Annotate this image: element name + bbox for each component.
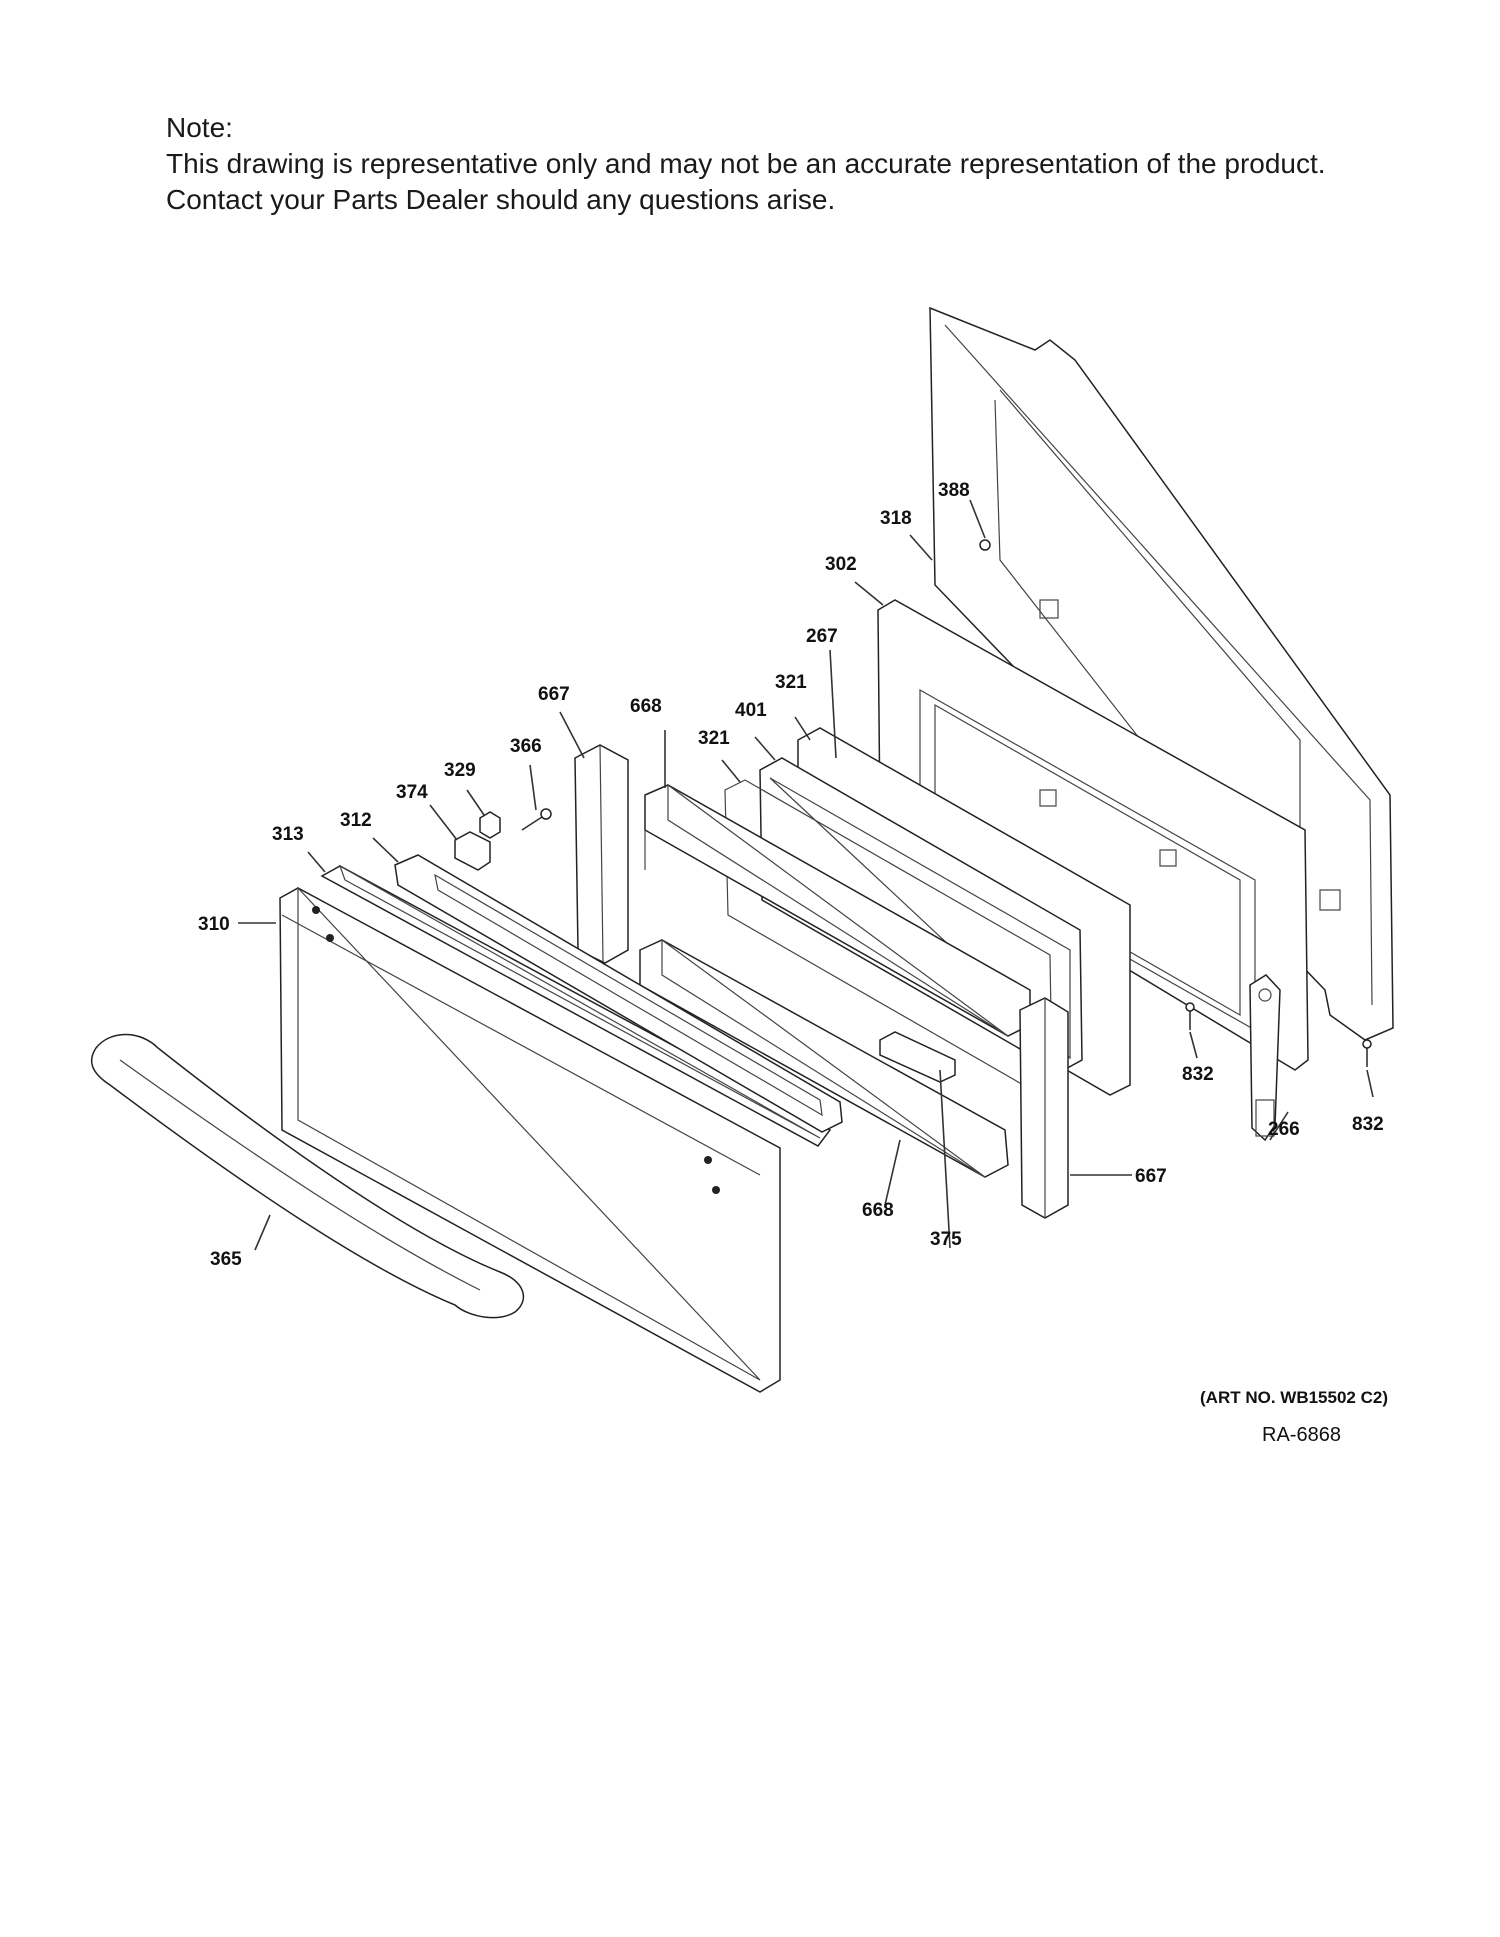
- note-line-2: Contact your Parts Dealer should any que…: [166, 184, 836, 215]
- callout-318: 318: [880, 508, 912, 529]
- callout-365: 365: [210, 1249, 242, 1270]
- note-heading: Note:: [166, 112, 233, 143]
- callout-321: 321: [775, 672, 807, 693]
- ra-number: RA-6868: [1262, 1424, 1341, 1446]
- callout-374: 374: [396, 782, 428, 803]
- disclaimer-note: Note: This drawing is representative onl…: [166, 110, 1466, 218]
- part-375-bracket: [879, 1031, 956, 1083]
- callout-832: 832: [1182, 1064, 1214, 1085]
- callout-312: 312: [340, 810, 372, 831]
- callout-366: 366: [510, 736, 542, 757]
- callout-401: 401: [735, 700, 767, 721]
- part-832-screw-right: [1362, 1039, 1372, 1067]
- callout-667: 667: [1135, 1166, 1167, 1187]
- callout-321: 321: [698, 728, 730, 749]
- part-329-clip: [479, 811, 501, 839]
- callout-375: 375: [930, 1229, 962, 1250]
- part-667-insulation-left: [574, 744, 629, 964]
- callout-302: 302: [825, 554, 857, 575]
- callout-267: 267: [806, 626, 838, 647]
- callout-668: 668: [862, 1200, 894, 1221]
- art-number: (ART NO. WB15502 C2): [1200, 1388, 1388, 1407]
- part-832-screw-left: [1185, 1002, 1195, 1030]
- part-313-top-trim: [320, 864, 832, 1147]
- callout-388: 388: [938, 480, 970, 501]
- part-266-hinge: [1249, 974, 1281, 1142]
- part-366-screw: [521, 808, 552, 831]
- callout-313: 313: [272, 824, 304, 845]
- callout-668: 668: [630, 696, 662, 717]
- part-388-screw: [979, 539, 991, 551]
- callout-329: 329: [444, 760, 476, 781]
- callout-832: 832: [1352, 1114, 1384, 1135]
- callout-266: 266: [1268, 1119, 1300, 1140]
- callout-310: 310: [198, 914, 230, 935]
- part-365-handle: [90, 1033, 525, 1319]
- leader-lines: [238, 499, 1374, 1251]
- part-667-insulation-right: [1019, 997, 1069, 1219]
- note-line-1: This drawing is representative only and …: [166, 148, 1326, 179]
- part-374-clip: [454, 831, 491, 871]
- part-312-channel: [394, 854, 843, 1133]
- part-310-outer-panel: [279, 886, 781, 1393]
- callout-667: 667: [538, 684, 570, 705]
